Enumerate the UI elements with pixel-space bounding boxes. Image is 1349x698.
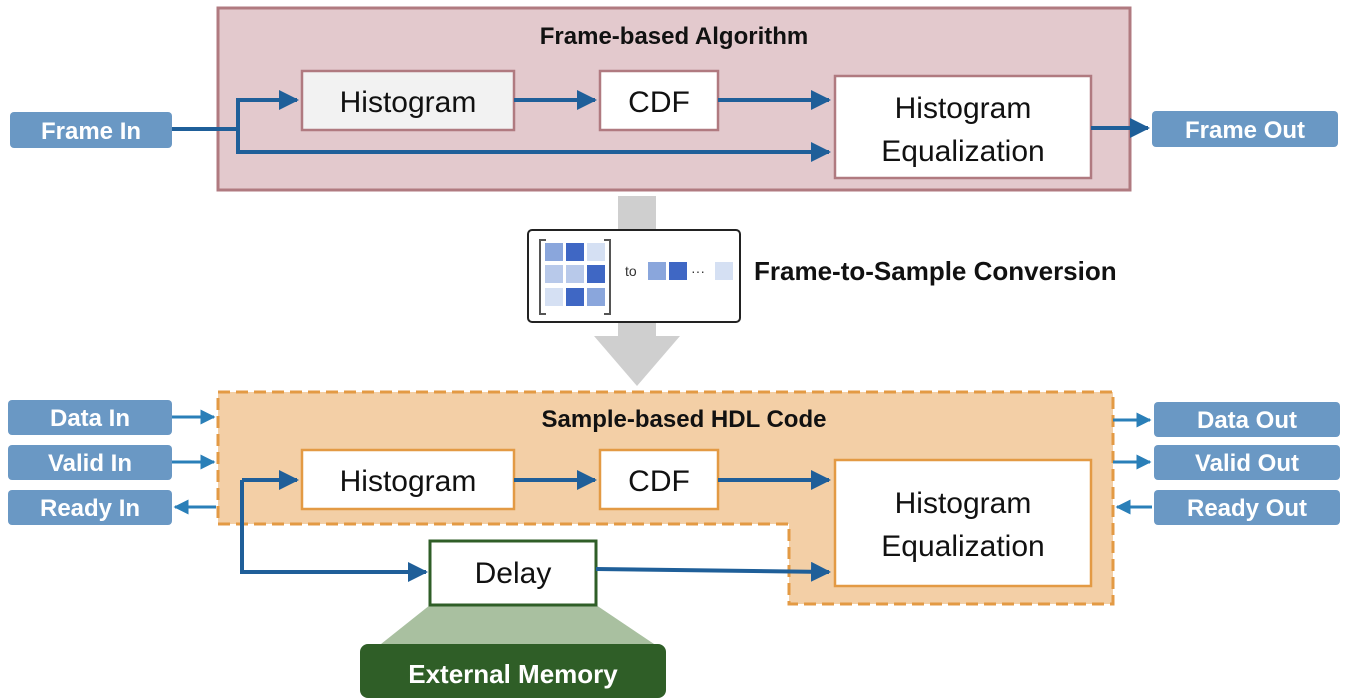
ready-in-port: Ready In xyxy=(8,490,172,525)
arrow-to-delay xyxy=(240,480,428,582)
frame-equalization-label-2: Equalization xyxy=(881,135,1044,168)
ready-out-port: Ready Out xyxy=(1154,490,1340,525)
ready-out-label: Ready Out xyxy=(1187,495,1307,522)
sample-histogram-block: Histogram xyxy=(300,448,516,511)
valid-out-label: Valid Out xyxy=(1195,450,1299,477)
external-memory-link xyxy=(376,605,660,648)
arrow-delay-to-equalization xyxy=(595,561,831,582)
valid-in-port: Valid In xyxy=(8,445,172,480)
delay-label: Delay xyxy=(475,557,552,590)
data-in-label: Data In xyxy=(50,405,130,432)
data-out-port: Data Out xyxy=(1154,402,1340,437)
icon-ellipsis: ··· xyxy=(691,263,705,279)
valid-in-label: Valid In xyxy=(48,450,132,477)
sample-cdf-block: CDF xyxy=(598,448,720,511)
frame-cdf-block: CDF xyxy=(598,69,720,132)
frame-equalization-block: Histogram Equalization xyxy=(833,74,1093,180)
sample-based-title: Sample-based HDL Code xyxy=(542,406,827,433)
conversion-label: Frame-to-Sample Conversion xyxy=(754,256,1117,286)
sample-cdf-label: CDF xyxy=(628,465,690,498)
delay-block: Delay xyxy=(428,539,598,607)
sample-arrows xyxy=(240,470,831,582)
sample-histogram-label: Histogram xyxy=(340,465,477,498)
icon-to-label: to xyxy=(625,263,637,279)
frame-cdf-label: CDF xyxy=(628,86,690,119)
frame-in-label: Frame In xyxy=(41,118,141,145)
valid-out-port: Valid Out xyxy=(1154,445,1340,480)
frame-equalization-label-1: Histogram xyxy=(895,92,1032,125)
ready-in-label: Ready In xyxy=(40,495,140,522)
external-memory-label: External Memory xyxy=(408,659,618,689)
sample-control-arrows xyxy=(172,409,1152,515)
frame-out-label: Frame Out xyxy=(1185,117,1305,144)
frame-in-port: Frame In xyxy=(10,112,172,148)
frame-arrows xyxy=(172,90,1150,162)
frame-based-title: Frame-based Algorithm xyxy=(540,23,809,50)
frame-out-port: Frame Out xyxy=(1152,111,1338,147)
sample-equalization-block: Histogram Equalization xyxy=(833,458,1093,588)
data-in-port: Data In xyxy=(8,400,172,435)
arrow-to-equalization-bypass xyxy=(236,129,831,162)
external-memory-block: External Memory xyxy=(360,644,666,698)
frame-to-sample-icon: to ··· xyxy=(527,229,741,323)
sample-equalization-label-1: Histogram xyxy=(895,487,1032,520)
frame-histogram-label: Histogram xyxy=(340,86,477,119)
sample-equalization-label-2: Equalization xyxy=(881,530,1044,563)
data-out-label: Data Out xyxy=(1197,407,1297,434)
frame-histogram-block: Histogram xyxy=(300,69,516,132)
